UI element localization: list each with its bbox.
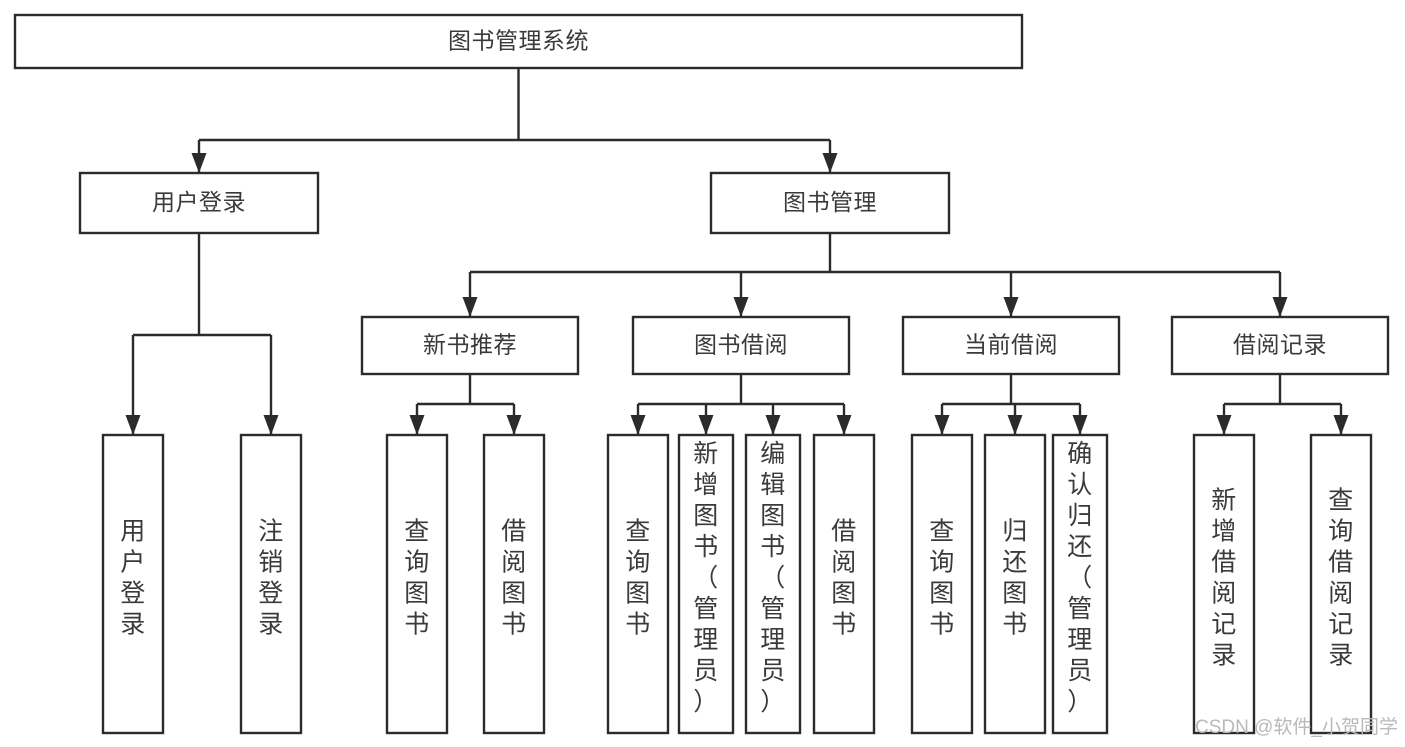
arrow-borrow-book-1 xyxy=(506,415,522,435)
arrow-query-book-2 xyxy=(630,415,646,435)
node-edit-book-admin[interactable]: 编辑图书（管理员） xyxy=(744,433,802,735)
node-label-add-borrow-record: 新增借阅记录 xyxy=(1211,487,1237,670)
node-book-borrow[interactable]: 图书借阅 xyxy=(631,315,851,376)
node-book-manage[interactable]: 图书管理 xyxy=(709,171,951,235)
node-box-add-book-admin[interactable] xyxy=(677,433,735,735)
node-box-edit-book-admin[interactable] xyxy=(744,433,802,735)
node-box-borrow-book-2[interactable] xyxy=(812,433,876,735)
node-query-book-1[interactable]: 查询图书 xyxy=(385,433,449,735)
node-box-user-logout[interactable] xyxy=(239,433,303,735)
node-query-borrow-record[interactable]: 查询借阅记录 xyxy=(1309,433,1373,735)
node-box-user-login[interactable] xyxy=(78,171,320,235)
csdn-watermark: CSDN @软件_小贺同学 xyxy=(1195,716,1398,738)
arrow-book-borrow xyxy=(733,297,749,317)
arrow-borrow-book-2 xyxy=(836,415,852,435)
node-box-return-book[interactable] xyxy=(983,433,1047,735)
node-box-book-manage[interactable] xyxy=(709,171,951,235)
node-label-borrow-book-2: 借阅图书 xyxy=(831,518,857,639)
arrow-user-login xyxy=(191,153,207,173)
node-box-add-borrow-record[interactable] xyxy=(1192,433,1256,735)
node-box-query-borrow-record[interactable] xyxy=(1309,433,1373,735)
node-root[interactable]: 图书管理系统 xyxy=(13,13,1024,70)
node-new-book-recommend[interactable]: 新书推荐 xyxy=(360,315,580,376)
node-label-user-login-do: 用户登录 xyxy=(120,518,146,639)
node-query-book-3[interactable]: 查询图书 xyxy=(910,433,974,735)
node-label-user-login: 用户登录 xyxy=(152,189,246,215)
arrow-confirm-return-admin xyxy=(1072,415,1088,435)
node-label-query-book-3: 查询图书 xyxy=(929,518,955,639)
node-box-query-book-2[interactable] xyxy=(606,433,670,735)
node-box-query-book-1[interactable] xyxy=(385,433,449,735)
arrow-query-book-3 xyxy=(934,415,950,435)
node-label-borrow-book-1: 借阅图书 xyxy=(501,518,527,639)
node-box-query-book-3[interactable] xyxy=(910,433,974,735)
node-add-book-admin[interactable]: 新增图书（管理员） xyxy=(677,433,735,735)
node-borrow-book-1[interactable]: 借阅图书 xyxy=(482,433,546,735)
node-label-book-borrow: 图书借阅 xyxy=(694,332,788,358)
arrow-user-logout xyxy=(263,415,279,435)
node-box-user-login-do[interactable] xyxy=(101,433,165,735)
arrow-add-borrow-record xyxy=(1216,415,1232,435)
node-label-current-borrow: 当前借阅 xyxy=(964,332,1058,358)
node-label-new-book-recommend: 新书推荐 xyxy=(423,332,517,358)
arrow-user-login-do xyxy=(125,415,141,435)
node-label-confirm-return-admin: 确认归还（管理员） xyxy=(1067,440,1093,716)
node-borrow-record[interactable]: 借阅记录 xyxy=(1170,315,1390,376)
node-box-current-borrow[interactable] xyxy=(901,315,1121,376)
node-label-root: 图书管理系统 xyxy=(448,28,589,54)
node-borrow-book-2[interactable]: 借阅图书 xyxy=(812,433,876,735)
node-current-borrow[interactable]: 当前借阅 xyxy=(901,315,1121,376)
node-label-borrow-record: 借阅记录 xyxy=(1233,332,1327,358)
arrow-book-manage xyxy=(822,153,838,173)
arrow-new-book-recommend xyxy=(462,297,478,317)
node-box-book-borrow[interactable] xyxy=(631,315,851,376)
node-user-login[interactable]: 用户登录 xyxy=(78,171,320,235)
node-confirm-return-admin[interactable]: 确认归还（管理员） xyxy=(1051,433,1109,735)
node-box-borrow-book-1[interactable] xyxy=(482,433,546,735)
connector-layer xyxy=(125,68,1349,435)
node-layer: 图书管理系统用户登录用户登录注销登录图书管理新书推荐查询图书借阅图书图书借阅查询… xyxy=(13,13,1390,735)
node-label-query-book-2: 查询图书 xyxy=(625,518,651,639)
node-query-book-2[interactable]: 查询图书 xyxy=(606,433,670,735)
node-label-query-book-1: 查询图书 xyxy=(404,518,430,639)
node-user-login-do[interactable]: 用户登录 xyxy=(101,433,165,735)
node-label-user-logout: 注销登录 xyxy=(258,518,284,639)
arrow-add-book-admin xyxy=(698,415,714,435)
node-box-root[interactable] xyxy=(13,13,1024,70)
arrow-edit-book-admin xyxy=(765,415,781,435)
node-label-return-book: 归还图书 xyxy=(1002,518,1028,639)
node-box-confirm-return-admin[interactable] xyxy=(1051,433,1109,735)
arrow-return-book xyxy=(1007,415,1023,435)
node-user-logout[interactable]: 注销登录 xyxy=(239,433,303,735)
node-return-book[interactable]: 归还图书 xyxy=(983,433,1047,735)
arrow-query-book-1 xyxy=(409,415,425,435)
node-label-add-book-admin: 新增图书（管理员） xyxy=(693,440,719,716)
node-add-borrow-record[interactable]: 新增借阅记录 xyxy=(1192,433,1256,735)
node-box-borrow-record[interactable] xyxy=(1170,315,1390,376)
node-label-edit-book-admin: 编辑图书（管理员） xyxy=(760,440,786,716)
arrow-current-borrow xyxy=(1003,297,1019,317)
arrow-borrow-record xyxy=(1272,297,1288,317)
arrow-query-borrow-record xyxy=(1333,415,1349,435)
node-label-query-borrow-record: 查询借阅记录 xyxy=(1328,487,1354,670)
node-box-new-book-recommend[interactable] xyxy=(360,315,580,376)
node-label-book-manage: 图书管理 xyxy=(783,189,877,215)
